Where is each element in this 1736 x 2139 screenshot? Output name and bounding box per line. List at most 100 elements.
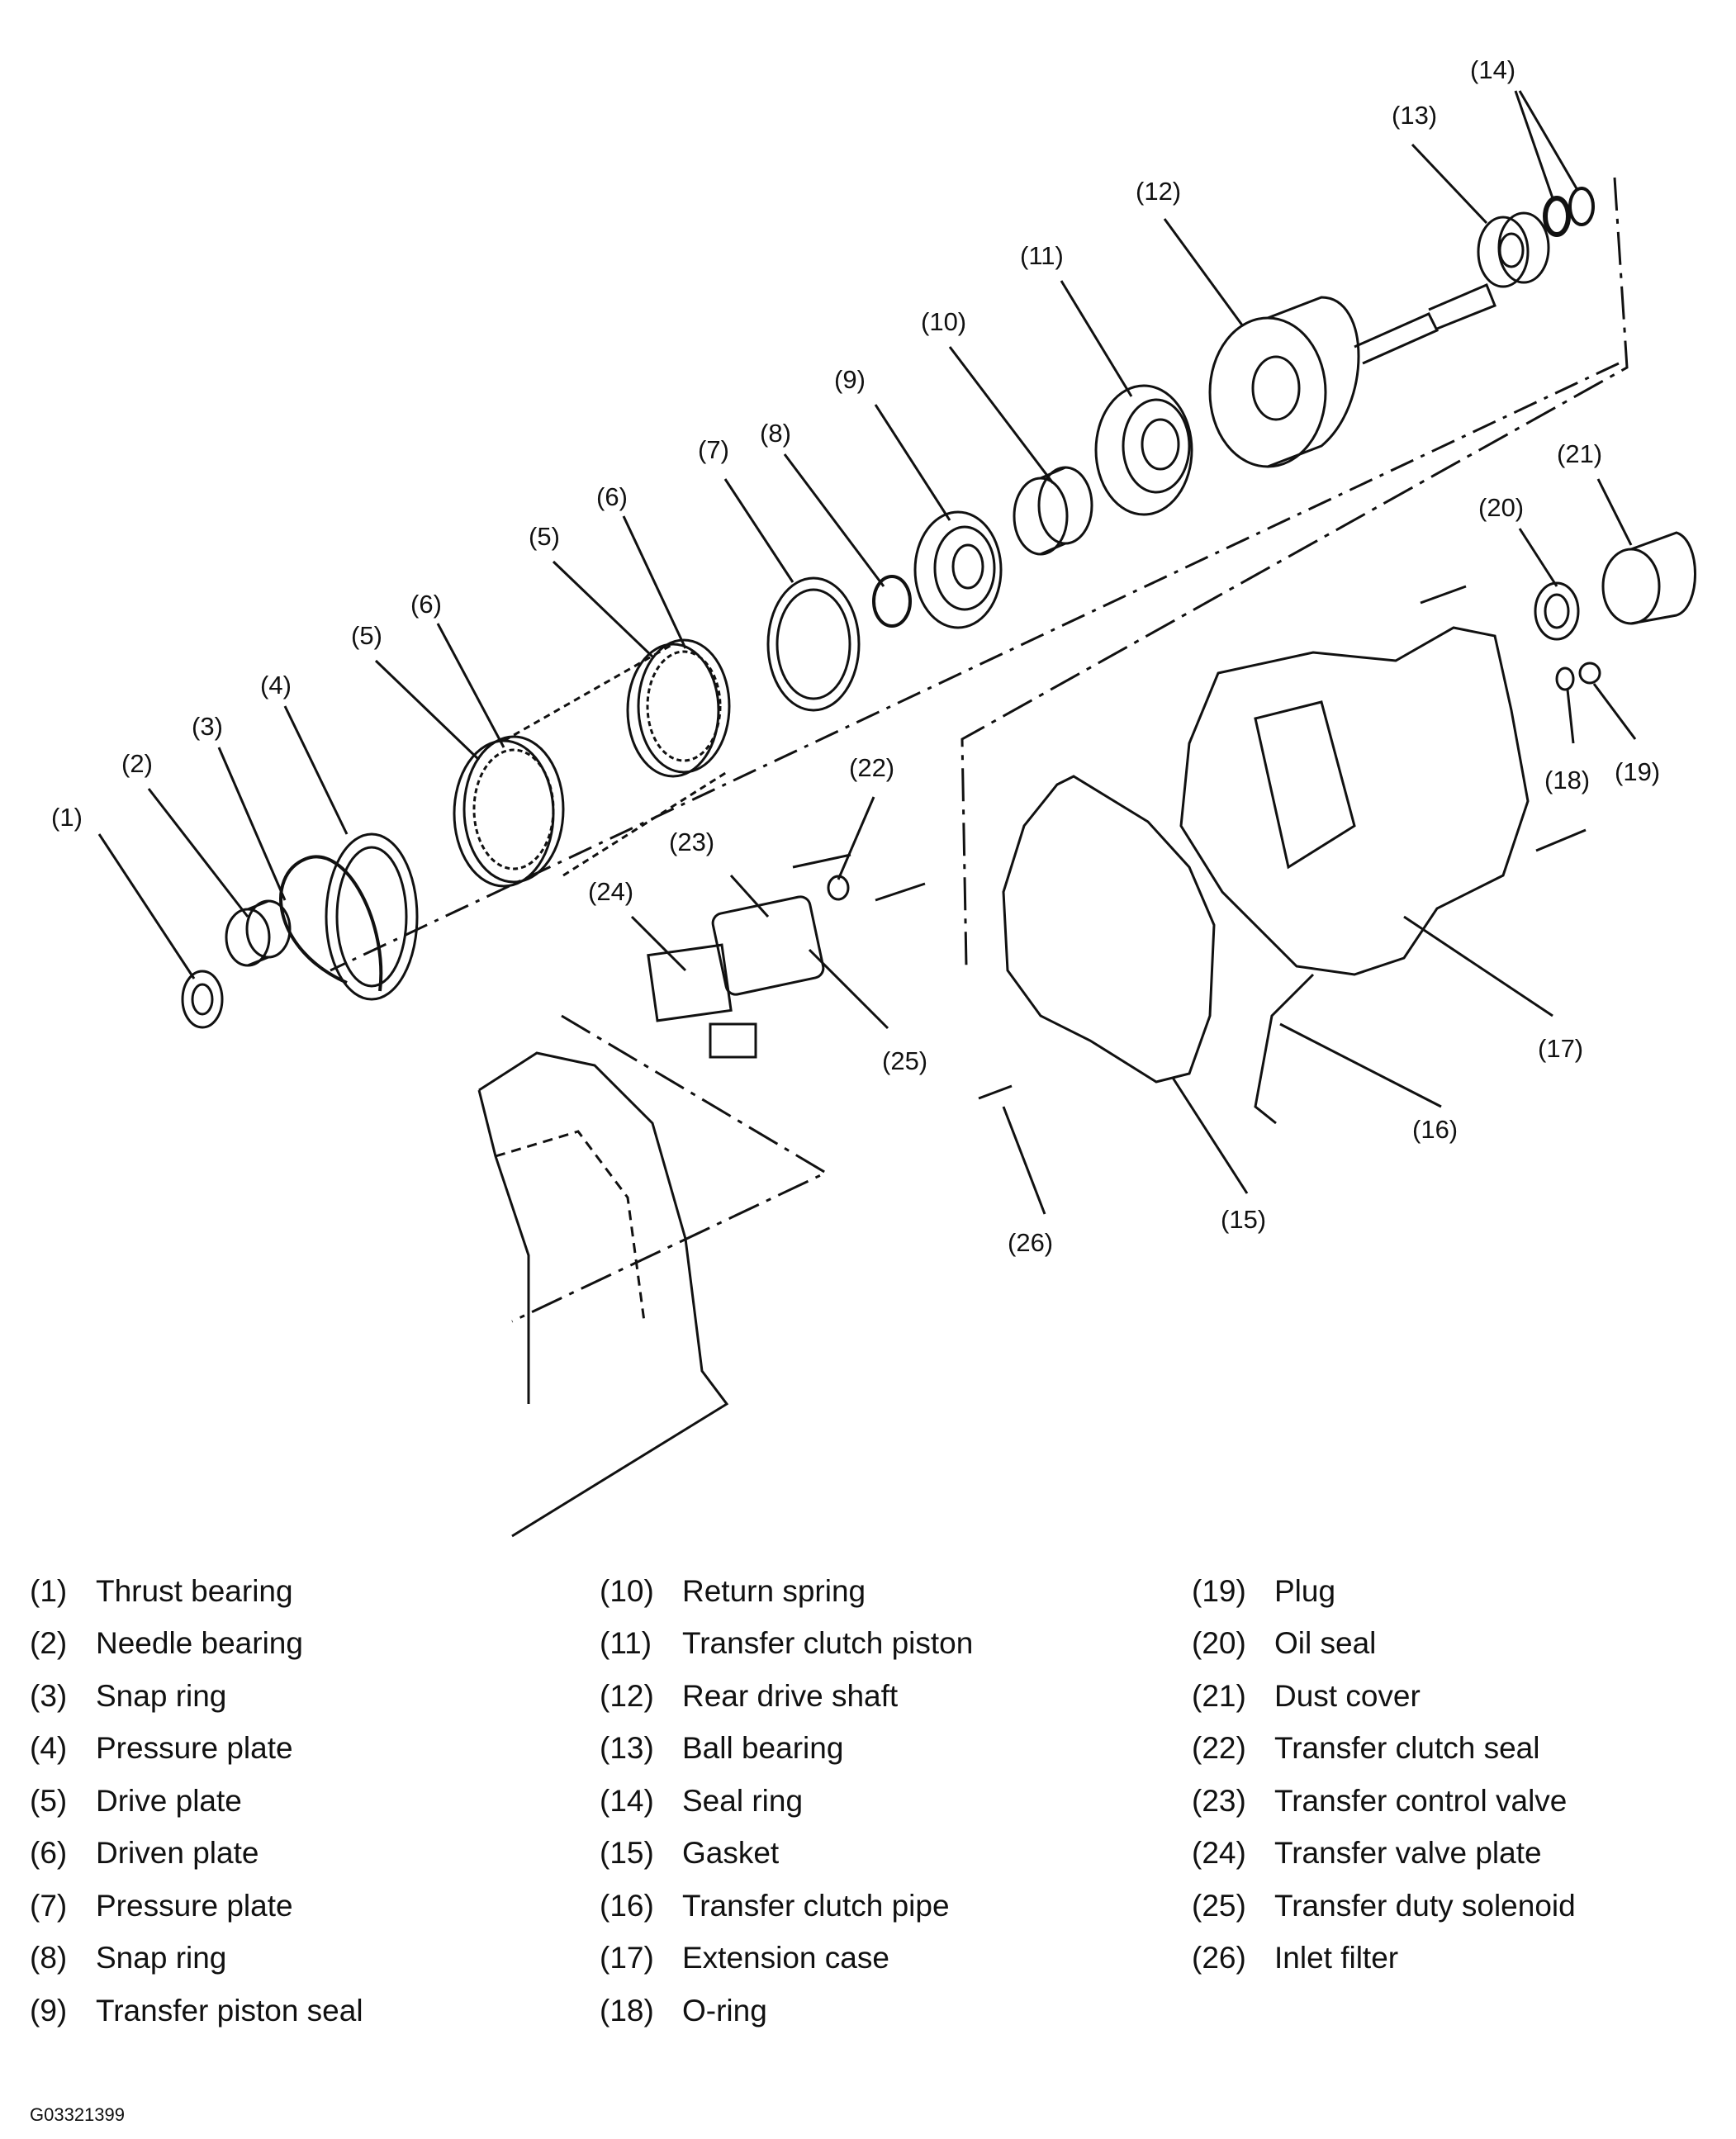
legend-label: Snap ring xyxy=(96,1678,227,1713)
legend-number: (24) xyxy=(1192,1836,1246,1871)
callout: (6) xyxy=(596,482,628,511)
legend-item: (20)Oil seal xyxy=(1192,1618,1576,1671)
callout-labels: (1) (2) (3) (4) (5) (6) (5) (6) (7) (8) … xyxy=(51,55,1660,1257)
callout: (6) xyxy=(410,590,442,619)
callout: (20) xyxy=(1478,493,1524,522)
bolt-part-3 xyxy=(792,853,851,869)
legend-number: (21) xyxy=(1192,1678,1246,1713)
legend-number: (11) xyxy=(600,1626,652,1661)
callout: (24) xyxy=(588,877,633,906)
callout: (18) xyxy=(1544,766,1590,794)
legend-item: (16)Transfer clutch pipe xyxy=(600,1880,973,1933)
legend-item: (13)Ball bearing xyxy=(600,1723,973,1776)
oil-seal-part xyxy=(1534,581,1580,641)
legend-number: (6) xyxy=(30,1836,68,1871)
legend-item: (8) Snap ring xyxy=(30,1933,363,1985)
legend-item: (15)Gasket xyxy=(600,1828,973,1881)
callout: (2) xyxy=(121,749,153,778)
ball-bearing-part xyxy=(1477,211,1550,288)
plate-pack-rear xyxy=(503,638,731,877)
plug-part xyxy=(1578,662,1601,685)
legend-label: Gasket xyxy=(682,1836,780,1871)
legend-item: (2) Needle bearing xyxy=(30,1618,363,1671)
legend-number: (17) xyxy=(600,1941,654,1975)
callout: (21) xyxy=(1557,439,1602,468)
callout: (23) xyxy=(669,828,714,856)
legend-number: (18) xyxy=(600,1993,654,2028)
legend-number: (3) xyxy=(30,1678,68,1713)
callout: (26) xyxy=(1008,1228,1053,1257)
callout: (8) xyxy=(760,419,791,448)
legend-number: (19) xyxy=(1192,1573,1246,1608)
legend-number: (22) xyxy=(1192,1731,1246,1766)
legend-number: (14) xyxy=(600,1783,654,1818)
legend-number: (7) xyxy=(30,1888,68,1923)
seal-ring-part xyxy=(1543,196,1571,237)
legend-label: Transfer piston seal xyxy=(96,1993,363,2028)
clutch-seal-part xyxy=(827,875,850,901)
callout: (15) xyxy=(1221,1205,1266,1234)
figure-code: G03321399 xyxy=(30,2104,125,2125)
seal-ring-part-2 xyxy=(1568,187,1595,226)
center-axis xyxy=(330,362,1620,972)
callout: (10) xyxy=(921,307,966,336)
duty-solenoid-part xyxy=(709,1022,757,1059)
transmission-case xyxy=(477,1051,729,1538)
legend-item: (7) Pressure plate xyxy=(30,1880,363,1933)
legend-label: Snap ring xyxy=(96,1941,227,1975)
legend-label: Pressure plate xyxy=(96,1888,293,1923)
legend-item: (24) Transfer valve plate xyxy=(1192,1828,1576,1881)
transmission-boundary xyxy=(511,1014,829,1323)
legend-item: (18)O-ring xyxy=(600,1985,973,2037)
legend-item: (23)Transfer control valve xyxy=(1192,1775,1576,1828)
legend-label: Thrust bearing xyxy=(96,1573,293,1608)
legend-item: (21)Dust cover xyxy=(1192,1670,1576,1723)
return-spring-part xyxy=(1013,466,1093,556)
legend-label: Return spring xyxy=(682,1573,866,1608)
legend-number: (4) xyxy=(30,1731,68,1766)
legend-label: Transfer clutch piston xyxy=(682,1626,974,1661)
rear-drive-shaft-part xyxy=(1208,283,1496,468)
valve-plate-part xyxy=(647,943,733,1022)
legend-number: (10) xyxy=(600,1573,654,1608)
legend-label: Driven plate xyxy=(96,1836,259,1871)
legend-label: Oil seal xyxy=(1274,1626,1377,1661)
legend-label: Ball bearing xyxy=(682,1731,844,1766)
control-valve-part xyxy=(711,895,825,996)
legend-label: Needle bearing xyxy=(96,1626,303,1661)
callout: (5) xyxy=(529,522,560,551)
bolt-part xyxy=(1420,585,1467,605)
callout: (13) xyxy=(1392,101,1437,130)
legend-item: (26) Inlet filter xyxy=(1192,1933,1576,1985)
legend-number: (8) xyxy=(30,1941,68,1975)
legend-label: Transfer duty solenoid xyxy=(1274,1888,1576,1923)
callout: (7) xyxy=(698,435,729,464)
assembly-boundary xyxy=(960,177,1629,967)
legend-number: (25) xyxy=(1192,1888,1246,1923)
legend-label: Inlet filter xyxy=(1274,1941,1399,1975)
thrust-bearing-part xyxy=(181,970,224,1029)
callout: (19) xyxy=(1615,757,1660,786)
legend-item: (11) Transfer clutch piston xyxy=(600,1618,973,1671)
inlet-filter-part xyxy=(978,1084,1013,1100)
o-ring-part xyxy=(1555,666,1575,691)
legend-label: Transfer clutch pipe xyxy=(682,1888,950,1923)
legend-number: (26) xyxy=(1192,1941,1246,1975)
legend-column-2: (10) Return spring (11) Transfer clutch pi… xyxy=(600,1565,973,2037)
callout: (12) xyxy=(1136,177,1181,206)
legend-label: Transfer valve plate xyxy=(1274,1836,1542,1871)
plate-pack-front xyxy=(453,735,565,888)
legend-number: (2) xyxy=(30,1626,68,1661)
legend-column-3: (19)Plug (20)Oil seal (21)Dust cover (22… xyxy=(1192,1565,1576,1985)
legend-item: (5)Drive plate xyxy=(30,1775,363,1828)
callout: (3) xyxy=(192,712,223,741)
callout: (11) xyxy=(1020,241,1064,270)
pressure-plate-rear-part xyxy=(766,576,861,712)
callout: (4) xyxy=(260,671,292,700)
legend-item: (10) Return spring xyxy=(600,1565,973,1618)
legend-item: (1)Thrust bearing xyxy=(30,1565,363,1618)
legend-number: (5) xyxy=(30,1783,68,1818)
dust-cover-part xyxy=(1601,531,1696,625)
legend-item: (17)Extension case xyxy=(600,1933,973,1985)
callout: (1) xyxy=(51,803,83,832)
